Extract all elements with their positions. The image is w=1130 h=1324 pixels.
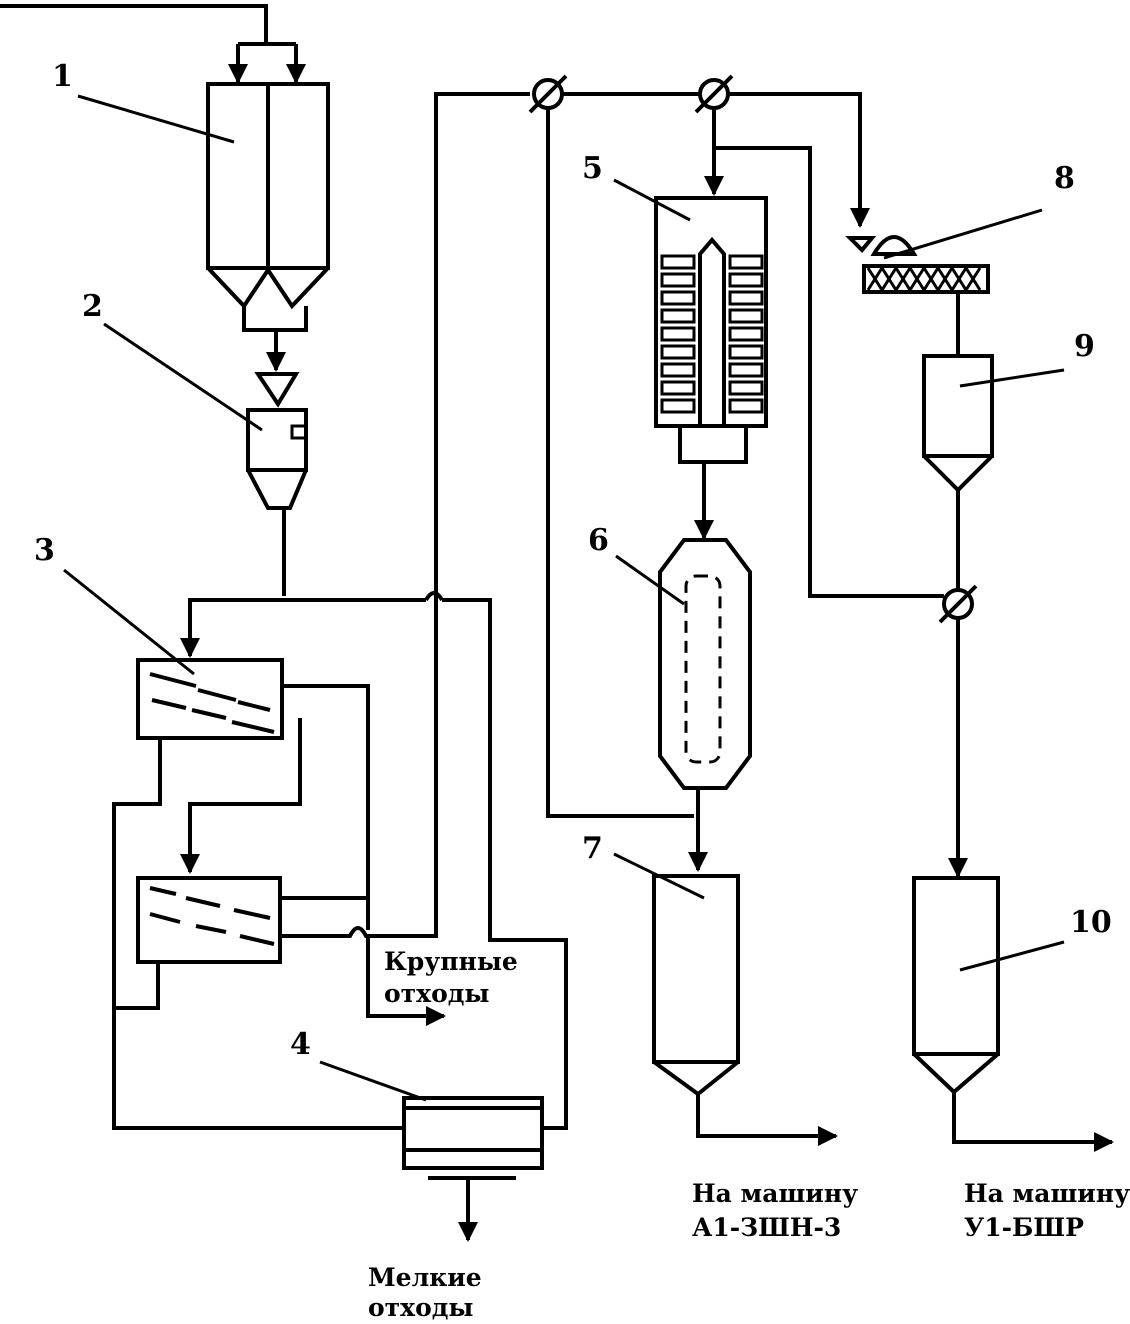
sieve-4: [402, 1096, 544, 1242]
caption-dest-a-line2: А1-ЗШН-3: [692, 1213, 841, 1242]
captions: Крупные отходы Мелкие отходы На машину А…: [368, 947, 1130, 1322]
label-3: 3: [34, 533, 55, 568]
conditioner-5-fins-right: [728, 254, 764, 414]
caption-dest-b-line1: На машину: [964, 1179, 1130, 1208]
conditioner-5-fins-left: [660, 254, 696, 414]
label-9: 9: [1074, 329, 1095, 364]
conditioner-5: [654, 196, 768, 540]
column-6: [658, 538, 752, 872]
label-7: 7: [582, 831, 603, 866]
silo-1: [0, 4, 330, 332]
separator-2: [246, 330, 308, 596]
bin-9: [922, 354, 994, 878]
label-1: 1: [52, 59, 73, 94]
label-4: 4: [290, 1027, 311, 1062]
caption-coarse-waste-line2: отходы: [384, 979, 489, 1008]
bin-7: [652, 874, 838, 1146]
screw-conveyor-8: [845, 235, 990, 356]
valves: [528, 74, 978, 818]
leader-lines: [63, 94, 1065, 1102]
bin-10: [912, 876, 1114, 1152]
label-8: 8: [1054, 161, 1075, 196]
caption-coarse-waste-line1: Крупные: [384, 947, 518, 976]
caption-dest-a-line1: На машину: [692, 1179, 858, 1208]
label-10: 10: [1070, 905, 1112, 940]
caption-dest-b-line2: У1-БШР: [964, 1213, 1084, 1242]
caption-fine-waste-line2: отходы: [368, 1293, 473, 1322]
equipment-numbers: 1 2 3 4 5 6 7 8 9 10: [34, 59, 1112, 1062]
label-6: 6: [588, 523, 609, 558]
caption-fine-waste-line1: Мелкие: [368, 1263, 482, 1292]
screener-3: [112, 92, 568, 1130]
label-2: 2: [82, 289, 103, 324]
label-5: 5: [582, 151, 603, 186]
